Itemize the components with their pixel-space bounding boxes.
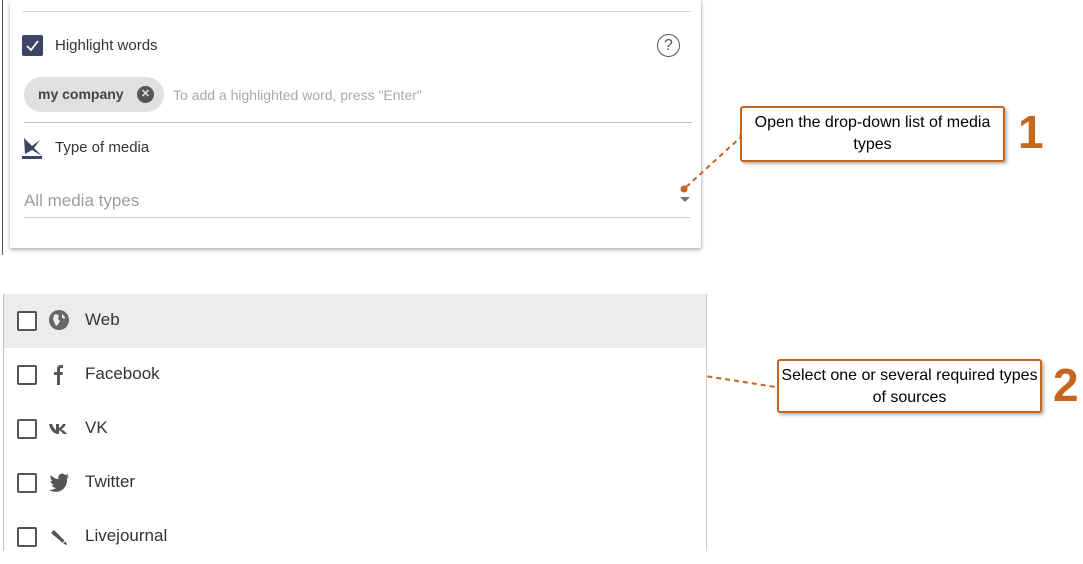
select-underline: [24, 217, 690, 218]
vk-checkbox[interactable]: [17, 419, 37, 439]
globe-icon: [48, 309, 70, 331]
list-item-web[interactable]: Web: [4, 294, 706, 348]
vk-icon: [48, 417, 70, 439]
media-type-list: Web Facebook VK Twitter: [4, 294, 707, 551]
list-item-label: Facebook: [85, 364, 160, 383]
twitter-icon: [48, 471, 70, 493]
list-item-label: Twitter: [85, 472, 136, 491]
web-checkbox[interactable]: [17, 311, 37, 331]
list-item-label: Web: [85, 310, 120, 329]
list-item-label: Livejournal: [85, 526, 168, 545]
chip-remove-icon[interactable]: ✕: [137, 86, 154, 103]
callout-2-number: 2: [1053, 359, 1079, 411]
livejournal-checkbox[interactable]: [17, 527, 37, 547]
highlight-words-label: Highlight words: [55, 37, 158, 54]
highlight-chip: my company ✕: [24, 77, 164, 112]
check-icon: [26, 40, 39, 52]
facebook-icon: [48, 363, 70, 385]
callout-1-number: 1: [1018, 106, 1044, 158]
list-item-facebook[interactable]: Facebook: [4, 348, 706, 402]
type-of-media-label: Type of media: [55, 139, 150, 156]
input-underline: [24, 122, 692, 123]
satellite-dish-icon: [22, 136, 44, 160]
chip-label: my company: [38, 86, 124, 102]
facebook-checkbox[interactable]: [17, 365, 37, 385]
callout-1: Open the drop-down list of media types: [740, 106, 1005, 162]
highlight-words-checkbox[interactable]: [22, 35, 43, 56]
livejournal-icon: [48, 525, 70, 547]
help-icon[interactable]: ?: [657, 34, 680, 57]
list-edge: [3, 294, 4, 551]
connector-1: [683, 134, 744, 190]
panel-edge: [2, 0, 3, 255]
list-item-label: VK: [85, 418, 108, 437]
list-item-twitter[interactable]: Twitter: [4, 456, 706, 510]
list-item-vk[interactable]: VK: [4, 402, 706, 456]
connector-1-end: [680, 185, 688, 193]
callout-2: Select one or several required types of …: [777, 359, 1042, 413]
twitter-checkbox[interactable]: [17, 473, 37, 493]
media-type-select[interactable]: All media types: [24, 191, 140, 210]
list-item-livejournal[interactable]: Livejournal: [4, 510, 706, 564]
divider: [22, 11, 691, 12]
highlight-word-input[interactable]: To add a highlighted word, press "Enter": [173, 87, 422, 103]
filter-panel: [10, 0, 701, 248]
dropdown-arrow-icon[interactable]: [680, 197, 690, 202]
